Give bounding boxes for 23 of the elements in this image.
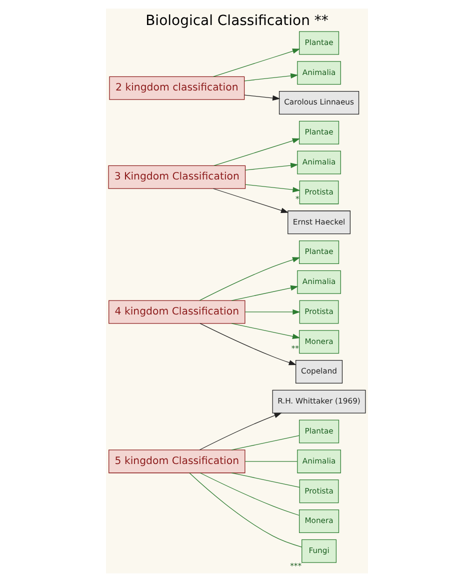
connector [231, 472, 300, 488]
arrow [244, 184, 300, 192]
node-box: 4 kingdom Classification [108, 300, 246, 324]
node-box: 3 Kingdom Classification [108, 165, 246, 189]
arrow [200, 323, 297, 366]
connector [200, 472, 300, 516]
arrow [199, 412, 282, 450]
arrow [244, 94, 280, 101]
node-box: 2 kingdom classification [109, 76, 245, 100]
arrow [244, 73, 298, 82]
arrow [212, 48, 300, 77]
connector [231, 435, 300, 450]
arrow [199, 257, 300, 301]
arrow [244, 309, 300, 315]
diagram-title: Biological Classification ** [146, 12, 328, 29]
arrow [244, 162, 298, 170]
connector [244, 461, 298, 462]
connector [189, 472, 302, 548]
arrow [231, 285, 298, 301]
node-box: 5 kingdom Classification [108, 450, 246, 474]
arrow [212, 188, 289, 213]
arrow [214, 138, 300, 166]
arrow [231, 323, 300, 340]
